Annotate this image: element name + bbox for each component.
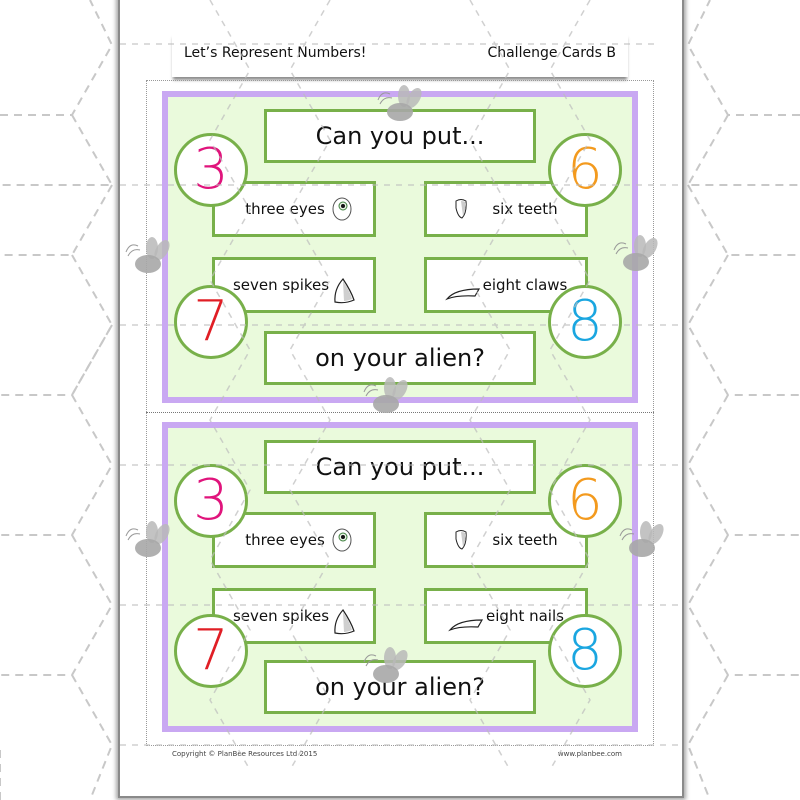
prompt-top-text: Can you put... — [315, 122, 485, 150]
number-circle-three: 3 — [174, 133, 248, 207]
eye-icon — [332, 197, 352, 221]
number-six: 6 — [567, 468, 603, 533]
item-label: three eyes — [245, 200, 325, 218]
fly-icon — [363, 377, 408, 413]
item-label: six teeth — [492, 200, 558, 218]
fly-icon — [619, 521, 664, 557]
spike-icon — [334, 278, 355, 304]
prompt-top-text: Can you put... — [315, 453, 485, 481]
fly-icon — [363, 647, 408, 683]
item-label: six teeth — [492, 531, 558, 549]
fly-icon — [125, 521, 170, 557]
item-label: eight claws — [482, 276, 568, 294]
spike-icon — [334, 609, 355, 635]
number-circle-seven: 7 — [174, 614, 248, 688]
number-circle-six: 6 — [548, 133, 622, 207]
number-six: 6 — [567, 137, 603, 202]
eye-icon — [332, 528, 352, 552]
worksheet-title: Let’s Represent Numbers! — [184, 45, 367, 61]
number-circle-eight: 8 — [548, 285, 622, 359]
number-three: 3 — [193, 468, 229, 533]
item-label: eight nails — [486, 607, 564, 625]
item-label: three eyes — [245, 531, 325, 549]
cut-line — [146, 412, 654, 413]
copyright-text: Copyright © PlanBee Resources Ltd 2015 — [172, 750, 318, 758]
number-three: 3 — [193, 137, 229, 202]
page-header: Let’s Represent Numbers! Challenge Cards… — [172, 33, 628, 77]
website-text: www.planbee.com — [557, 750, 622, 758]
item-label: seven spikes — [232, 276, 330, 294]
number-circle-six: 6 — [548, 464, 622, 538]
claw-icon — [444, 288, 480, 301]
number-eight: 8 — [567, 618, 603, 683]
prompt-bottom-text: on your alien? — [315, 344, 485, 372]
challenge-card-1: Can you put... three eyes six teeth seve… — [162, 91, 638, 403]
number-eight: 8 — [567, 289, 603, 354]
number-circle-three: 3 — [174, 464, 248, 538]
worksheet-subtitle: Challenge Cards B — [487, 45, 616, 61]
number-seven: 7 — [193, 618, 229, 683]
fly-icon — [125, 237, 170, 273]
fly-icon — [377, 85, 422, 121]
item-label: seven spikes — [232, 607, 330, 625]
tooth-icon — [455, 199, 467, 219]
prompt-top: Can you put... — [264, 440, 536, 494]
number-seven: 7 — [193, 289, 229, 354]
number-circle-seven: 7 — [174, 285, 248, 359]
fly-icon — [613, 235, 658, 271]
number-circle-eight: 8 — [548, 614, 622, 688]
tooth-icon — [455, 530, 467, 550]
nail-icon — [448, 619, 484, 632]
prompt-bottom-text: on your alien? — [315, 673, 485, 701]
